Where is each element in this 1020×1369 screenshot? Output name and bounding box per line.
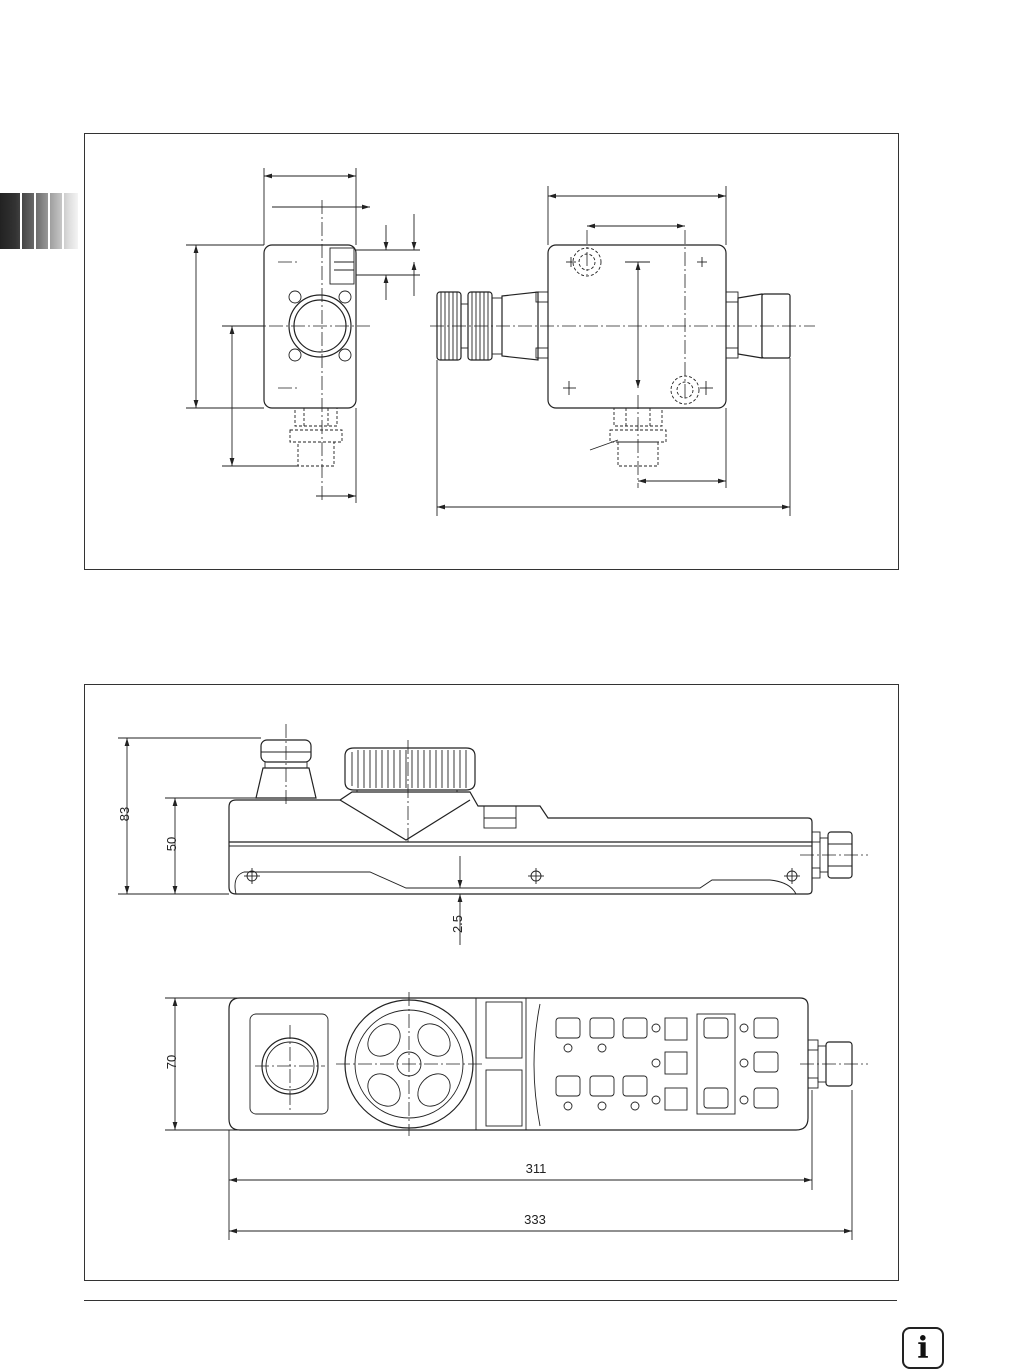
handwheel-side-view <box>118 724 868 945</box>
dim-width: 70 <box>164 1055 179 1069</box>
adapter-front-view <box>430 186 815 516</box>
info-icon-glyph: i <box>917 1331 928 1366</box>
footer-rule <box>84 1300 897 1301</box>
dim-clearance: 2.5 <box>450 915 465 933</box>
dim-height-total: 83 <box>117 807 132 821</box>
dim-height-body: 50 <box>164 837 179 851</box>
info-icon: i <box>902 1327 944 1369</box>
handwheel-top-view <box>165 992 868 1240</box>
dim-length-total: 333 <box>524 1212 546 1227</box>
dim-length-body: 311 <box>526 1161 547 1176</box>
adapter-side-view <box>186 168 420 503</box>
